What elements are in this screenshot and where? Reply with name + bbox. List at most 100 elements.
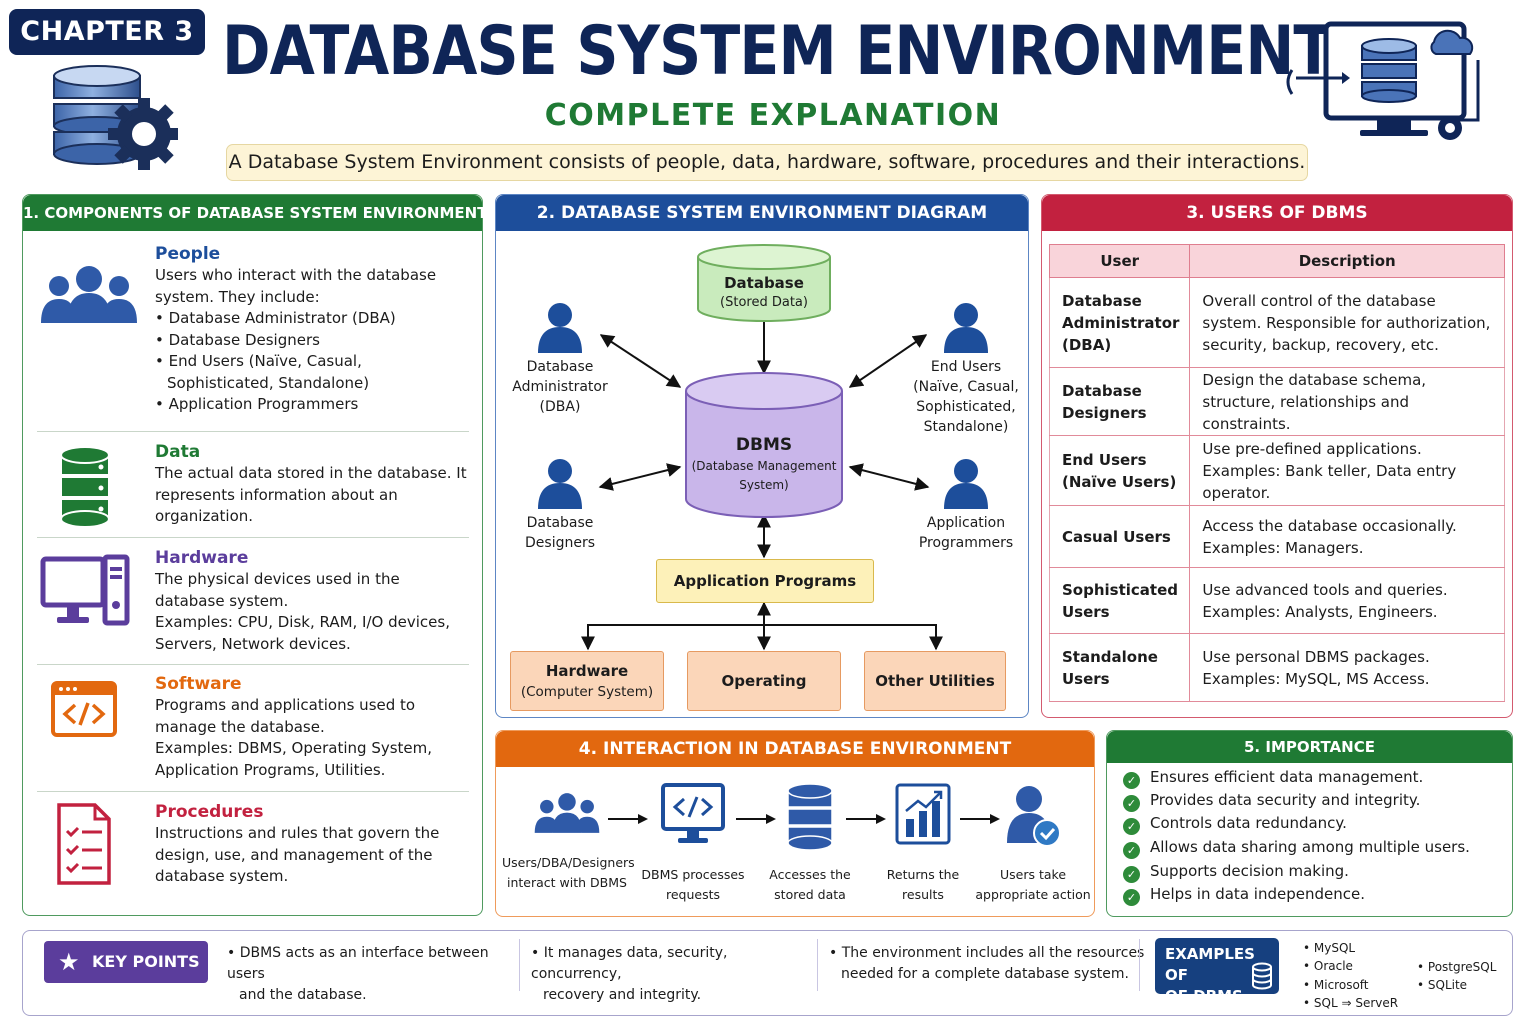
end-users-line: End Users [930,359,1002,375]
importance-item: ✓Allows data sharing among multiple user… [1123,837,1470,859]
users-group-icon [534,793,600,833]
star-icon: ★ [58,948,80,976]
table-row: Casual Users Access the database occasio… [1048,505,1505,568]
col-desc-header: Description [1189,244,1505,278]
user-cell: End Users (Naïve Users) [1048,435,1191,506]
dba-person-icon [538,303,582,353]
example-item: • MySQL [1303,941,1356,955]
table-row: Standalone Users Use personal DBMS packa… [1048,633,1505,702]
component-procedures: Procedures Instructions and rules that g… [37,801,469,897]
divider [817,939,818,991]
diagram-heading: 2. DATABASE SYSTEM ENVIRONMENT DIAGRAM [496,195,1028,231]
procedures-desc: Instructions and rules that govern the d… [155,824,440,885]
arrow-right-icon [736,814,776,824]
dba-line: (DBA) [539,399,581,415]
hardware-box-title: Hardware [545,662,629,680]
check-icon: ✓ [1123,889,1140,906]
page-title: DATABASE SYSTEM ENVIRONMENT [222,12,1333,91]
code-monitor-icon [661,783,725,843]
programmers-person-icon [944,459,988,509]
database-sub: (Stored Data) [720,295,808,310]
people-icon [41,266,137,323]
diagram-panel: 2. DATABASE SYSTEM ENVIRONMENT DIAGRAM [495,194,1029,748]
diagram-connectors [538,244,988,651]
desc-cell: Design the database schema, structure, r… [1189,367,1505,436]
interaction-heading: 4. INTERACTION IN DATABASE ENVIRONMENT [496,731,1094,767]
hardware-box-sub: (Computer System) [520,684,654,700]
dbms-sub: (Database Management [691,459,837,473]
chapter-badge: CHAPTER 3 [9,9,205,55]
divider [37,537,469,538]
check-icon: ✓ [1123,772,1140,789]
example-item: • Microsoft [1303,978,1369,992]
user-cell: Casual Users [1048,505,1191,568]
desc-cell: Use pre-defined applications. Examples: … [1189,435,1505,506]
people-desc: Users who interact with the database sys… [155,266,437,306]
people-item: • Database Designers [155,330,320,349]
component-people: People Users who interact with the datab… [37,243,469,423]
app-programs-box: Application Programs [656,559,874,603]
designers-label: Database Designers [500,513,620,553]
importance-item: ✓Supports decision making. [1123,861,1349,883]
components-heading: 1. COMPONENTS OF DATABASE SYSTEM ENVIRON… [23,195,487,231]
divider [519,939,520,991]
dba-line: Database [526,359,594,375]
example-item: • SQL ⇒ ServeR [1303,996,1399,1010]
end-users-line: (Naïve, Casual, [913,379,1019,395]
desc-cell: Access the database occasionally. Exampl… [1189,505,1505,568]
dbms-node: DBMS (Database Management System) [686,433,842,495]
people-item: • Application Programmers [155,395,359,413]
example-item: • Oracle [1303,959,1353,973]
interaction-step: DBMS processes requests [632,781,754,905]
designers-person-icon [538,459,582,509]
desc-cell: Overall control of the database system. … [1189,277,1505,368]
designers-line: Designers [525,535,595,551]
step-line: Users take [999,867,1067,882]
importance-item: ✓Provides data security and integrity. [1123,790,1420,812]
software-title: Software [155,674,242,694]
data-desc: The actual data stored in the database. … [155,464,467,525]
people-title: People [155,244,221,264]
importance-item: ✓Ensures efficient data management. [1123,767,1423,789]
designers-line: Database [526,515,594,531]
dba-label: Database Administrator (DBA) [500,357,620,417]
arrow-right-icon [960,814,1000,824]
interaction-step: Returns the results [876,781,970,905]
example-item: • SQLite [1417,978,1468,992]
col-user-header: User [1048,244,1191,278]
hardware-title: Hardware [155,548,249,568]
check-icon: ✓ [1123,842,1140,859]
step-line: interact with DBMS [507,875,627,890]
people-item: • Database Administrator (DBA) [155,309,396,327]
step-line: Accesses the [769,867,851,882]
key-point: • DBMS acts as an interface between user… [227,945,489,1003]
interaction-panel: 4. INTERACTION IN DATABASE ENVIRONMENT U… [495,730,1095,917]
dbms-cylinder [685,372,843,518]
user-cell: Standalone Users [1048,633,1191,702]
hardware-computer-icon [40,554,130,626]
component-hardware: Hardware The physical devices used in th… [37,547,469,659]
divider [37,431,469,432]
key-points-panel: ★ KEY POINTS • DBMS acts as an interface… [22,930,1513,1016]
hardware-examples: Examples: CPU, Disk, RAM, I/O devices, S… [155,613,450,653]
end-users-label: End Users (Naïve, Casual, Sophisticated,… [906,357,1026,437]
software-desc: Programs and applications used to manage… [155,696,416,736]
key-points-label: ★ KEY POINTS [44,941,208,983]
definition-banner: A Database System Environment consists o… [226,144,1308,181]
user-cell: Sophisticated Users [1048,567,1191,634]
os-box: Operating System [687,651,841,748]
dbms-sub: System) [739,478,789,492]
step-line: appropriate action [975,887,1091,902]
programmers-line: Application [926,515,1006,531]
data-database-icon [60,446,110,528]
people-item: • End Users (Naïve, Casual, Sophisticate… [155,352,370,392]
importance-panel: 5. IMPORTANCE ✓Ensures efficient data ma… [1106,730,1513,917]
bar-chart-icon [895,783,951,845]
examples-label: EXAMPLES OF OF DBMS [1155,938,1279,1005]
hardware-box: Hardware (Computer System) [510,651,664,711]
desc-cell: Use advanced tools and queries. Examples… [1189,567,1505,634]
component-data: Data The actual data stored in the datab… [37,441,469,533]
interaction-step: Users take appropriate action [972,781,1094,905]
table-row: Database Administrator (DBA) Overall con… [1048,277,1505,368]
users-heading: 3. USERS OF DBMS [1042,195,1512,231]
